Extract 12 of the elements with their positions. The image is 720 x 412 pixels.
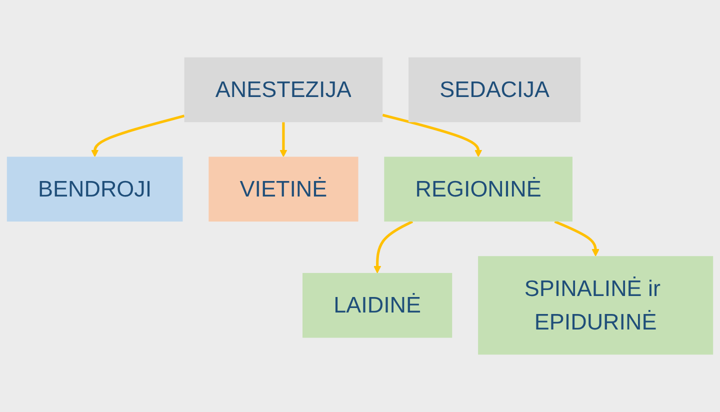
node-box: SPINALINĖ ir EPIDURINĖ bbox=[478, 256, 714, 355]
node-box: REGIONINĖ bbox=[384, 156, 572, 222]
node-box: VIETINĖ bbox=[208, 156, 358, 222]
node-box: ANESTEZIJA bbox=[184, 57, 383, 122]
arrow bbox=[382, 114, 482, 158]
arrow bbox=[554, 220, 600, 256]
node-box: LAIDINĖ bbox=[302, 272, 452, 338]
node-box: SEDACIJA bbox=[408, 57, 581, 122]
node-box: BENDROJI bbox=[6, 156, 183, 222]
arrow bbox=[280, 122, 288, 158]
arrow bbox=[91, 114, 185, 158]
arrow bbox=[374, 220, 414, 274]
